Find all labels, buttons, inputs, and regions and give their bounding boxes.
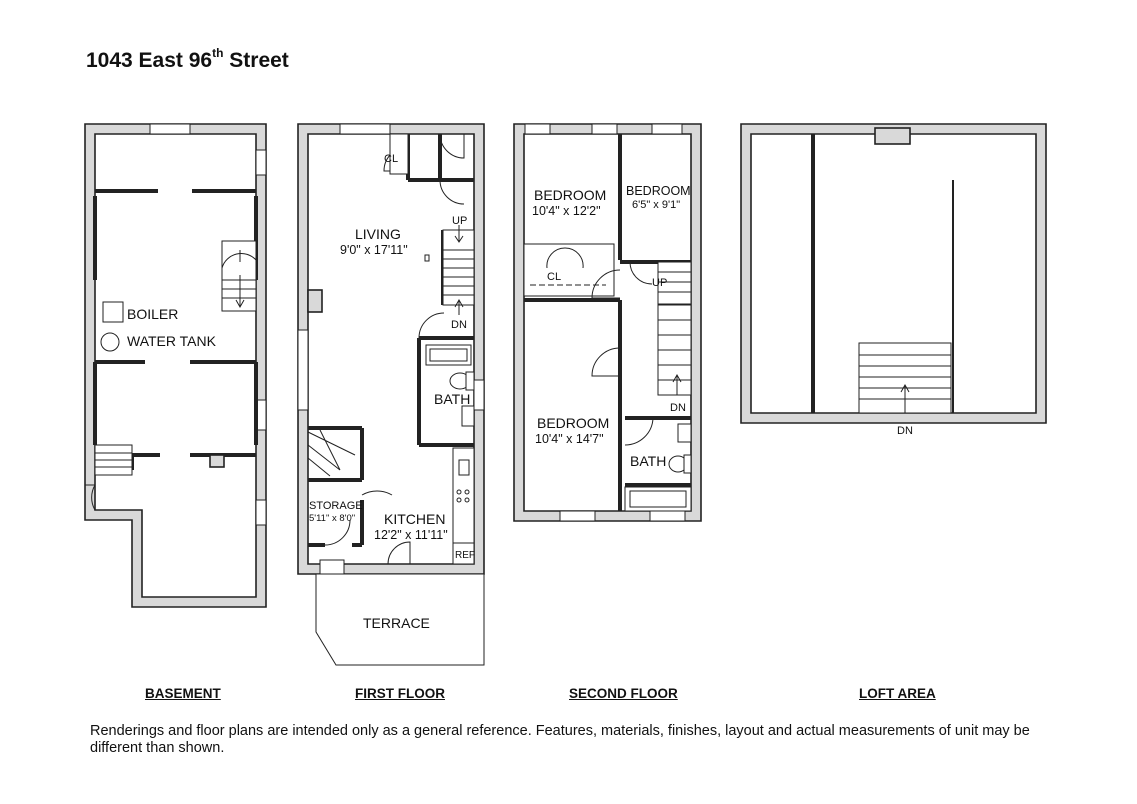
bedroom1-label: BEDROOM	[534, 187, 606, 203]
caption-first-floor: FIRST FLOOR	[355, 686, 445, 701]
second-floor-plan	[513, 123, 702, 522]
stair-down-label-second: DN	[670, 402, 686, 414]
terrace-label: TERRACE	[363, 615, 430, 631]
bath-label-first: BATH	[434, 391, 470, 407]
page-title: 1043 East 96th Street	[86, 46, 289, 72]
bedroom3-label: BEDROOM	[537, 415, 609, 431]
living-label: LIVING	[355, 226, 401, 242]
water-tank-label: WATER TANK	[127, 333, 217, 349]
ref-label: REF	[455, 550, 475, 561]
kitchen-label: KITCHEN	[384, 511, 445, 527]
bedroom1-dim: 10'4" x 12'2"	[532, 204, 601, 218]
stair-up-label-first: UP	[452, 215, 467, 227]
stair-up-label-second: UP	[652, 277, 667, 289]
stair-down-label-first: DN	[451, 319, 467, 331]
bedroom3-dim: 10'4" x 14'7"	[535, 432, 604, 446]
storage-label: STORAGE	[309, 500, 363, 512]
loft-plan	[740, 123, 1047, 424]
caption-loft: LOFT AREA	[859, 686, 936, 701]
bedroom2-label: BEDROOM	[626, 184, 691, 198]
caption-second-floor: SECOND FLOOR	[569, 686, 678, 701]
first-floor-plan	[297, 123, 485, 666]
closet-label-second: CL	[547, 271, 561, 283]
bedroom2-dim: 6'5" x 9'1"	[632, 199, 680, 211]
boiler-label: BOILER	[127, 306, 178, 322]
caption-basement: BASEMENT	[145, 686, 221, 701]
kitchen-dim: 12'2" x 11'11"	[374, 528, 448, 542]
bath-label-second: BATH	[630, 453, 666, 469]
closet-label-first: CL	[384, 153, 398, 165]
stair-down-label-loft: DN	[897, 425, 913, 437]
basement-plan	[84, 123, 267, 608]
living-dim: 9'0" x 17'11"	[340, 243, 408, 257]
storage-dim: 5'11" x 8'0"	[309, 513, 355, 524]
disclaimer: Renderings and floor plans are intended …	[90, 723, 1030, 756]
